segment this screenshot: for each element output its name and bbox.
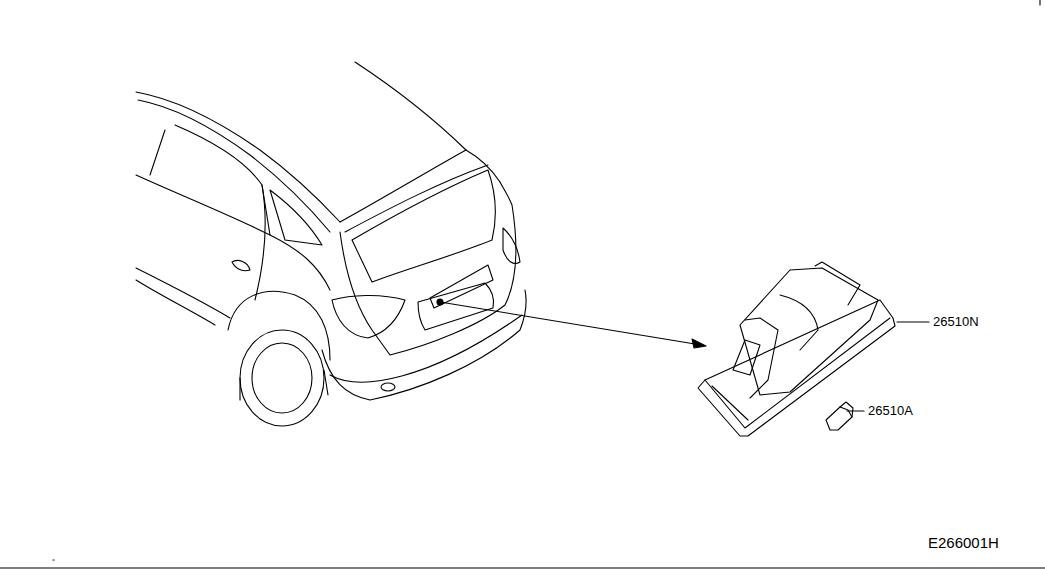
leader-line: [847, 410, 864, 411]
lamp-clip: [745, 318, 778, 398]
arrow-head: [692, 339, 706, 348]
bulb: [826, 407, 852, 430]
frame-mark: [53, 559, 54, 560]
pointer-arrow: [440, 302, 695, 344]
part-number: 26510A: [867, 404, 914, 417]
car-sill: [136, 268, 230, 318]
lamp-tab: [815, 262, 860, 305]
car-roof-rail: [136, 92, 340, 222]
leader-line: [897, 321, 929, 322]
car-spoiler: [345, 165, 488, 232]
lamp-lens: [712, 386, 748, 420]
frame-mark: [1039, 0, 1040, 5]
bulb: [840, 402, 853, 417]
car-wheel: [252, 343, 312, 413]
car-tail-light: [503, 228, 520, 264]
lamp-connector: [733, 340, 760, 375]
car-roof: [355, 62, 466, 150]
lamp-housing: [780, 295, 818, 350]
diagram-code: E266001H: [927, 535, 1000, 550]
lamp-base: [705, 318, 890, 428]
lamp-housing: [740, 268, 878, 395]
car-door-line: [255, 185, 265, 300]
part-number: 26510N: [932, 315, 980, 328]
car-belt-line: [136, 175, 330, 290]
car-rear-window: [352, 170, 495, 282]
car-side-window: [150, 125, 270, 235]
car-garnish: [430, 265, 493, 308]
car-wheel: [240, 370, 328, 400]
car-exhaust: [381, 383, 395, 391]
car-bumper: [330, 315, 522, 382]
car-roof-rail: [138, 100, 330, 232]
lamp-base: [698, 300, 895, 436]
car-bumper: [322, 290, 526, 400]
car-tail-light: [332, 295, 405, 338]
car-quarter-window: [270, 190, 322, 245]
car-wheel-arch: [228, 291, 330, 360]
car-plate-recess: [418, 283, 494, 330]
car-door-handle: [232, 260, 250, 270]
frame-line: [0, 567, 1045, 568]
car-hatch: [340, 182, 516, 355]
car-spoiler: [340, 150, 500, 222]
car-wheel: [240, 330, 324, 426]
